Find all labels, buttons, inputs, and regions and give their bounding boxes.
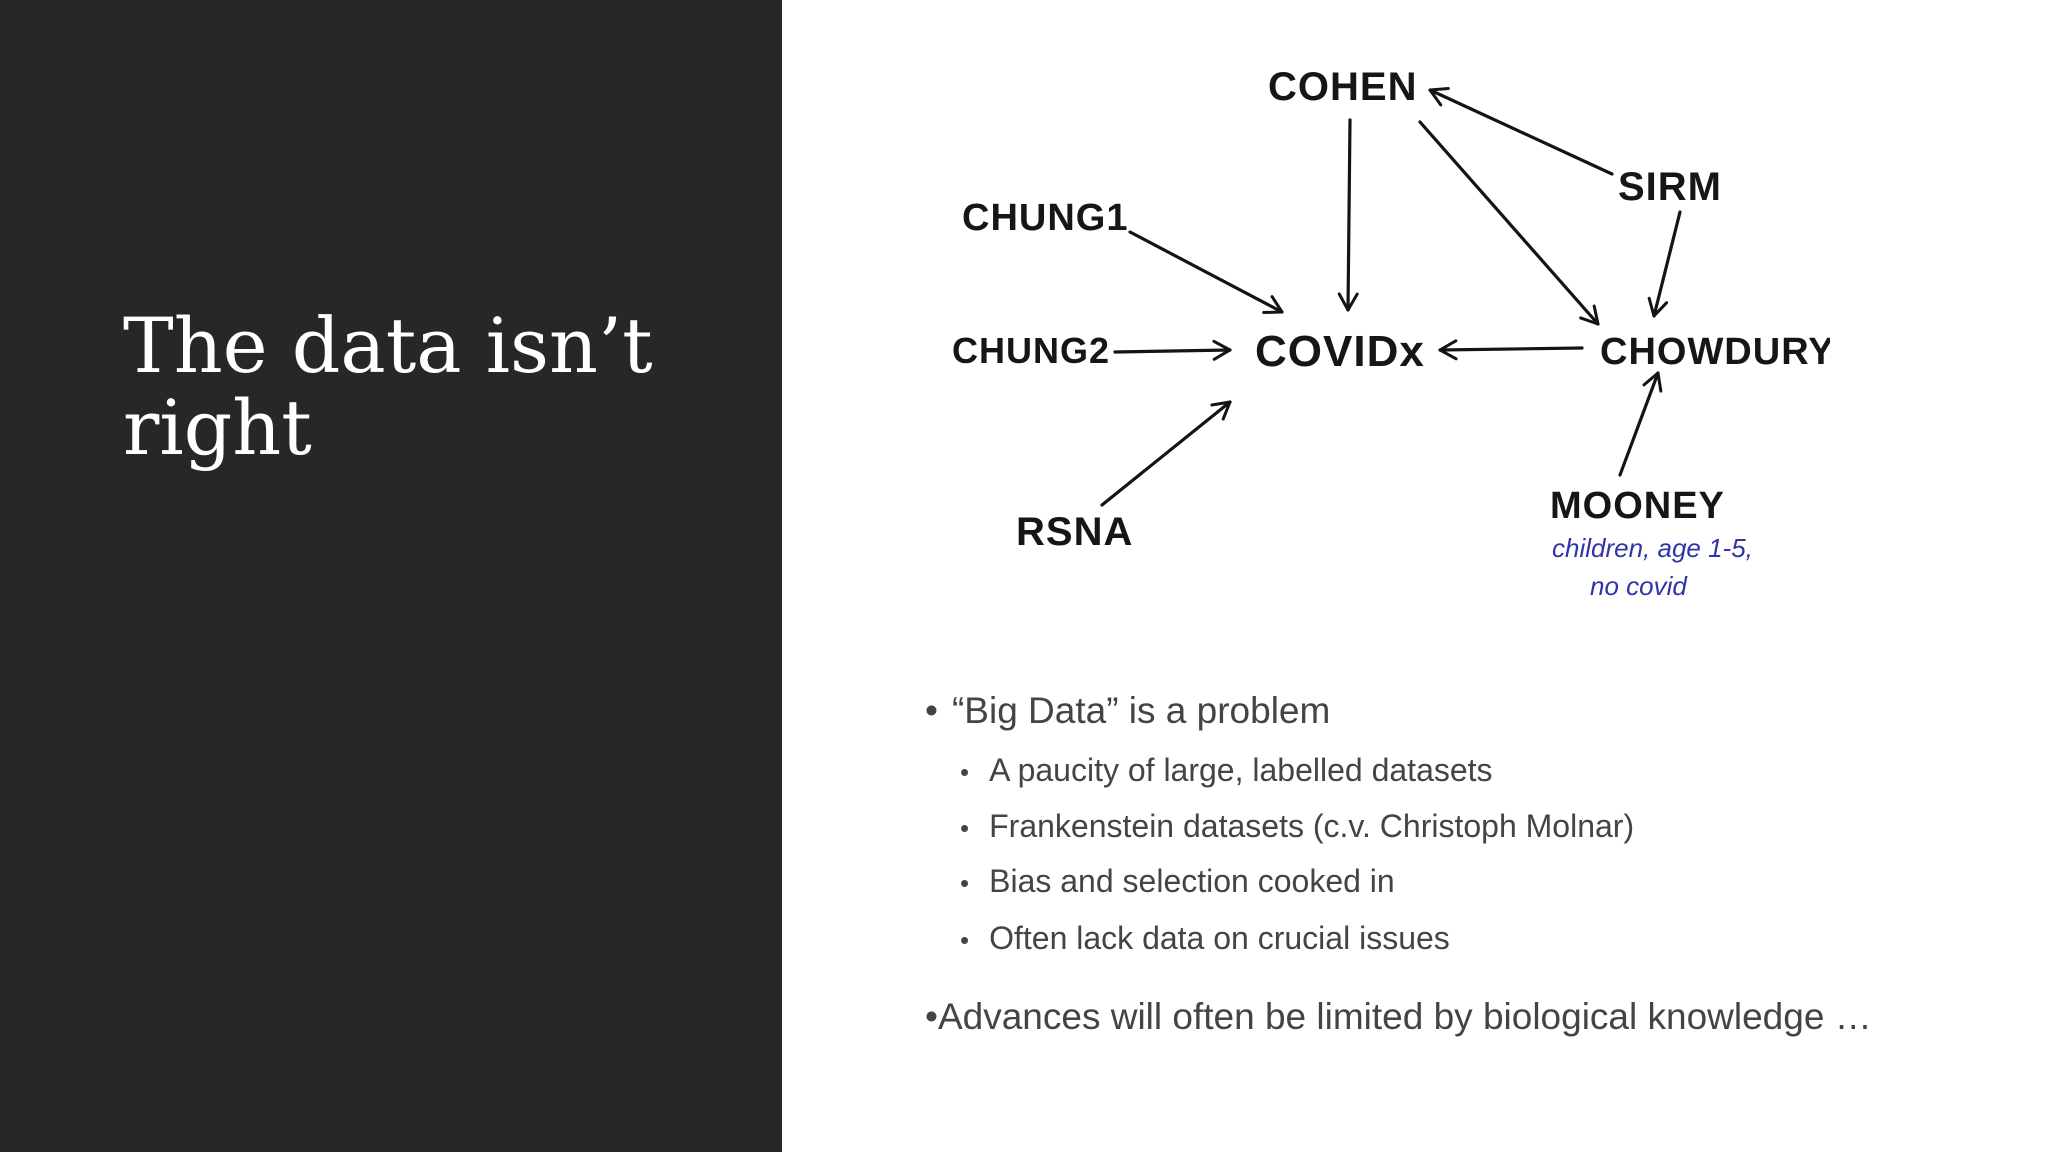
arrow-sirm-cohen <box>1428 87 1614 176</box>
bullet-dot: • <box>960 757 970 787</box>
node-chung1: CHUNG1 <box>962 197 1128 239</box>
arrow-chung1-covidx <box>1128 230 1284 315</box>
arrow-rsna-covidx <box>1100 400 1232 507</box>
bullet-text: Advances will often be limited by biolog… <box>937 996 1872 1037</box>
mooney-annotation-line2: no covid <box>1590 571 1688 601</box>
node-rsna: RSNA <box>1016 510 1133 554</box>
arrow-cohen-covidx <box>1337 118 1359 312</box>
node-cohen: COHEN <box>1268 65 1417 109</box>
bullet-dot: • <box>960 925 970 955</box>
bullet-big-data: • “Big Data” is a problem <box>925 690 1330 732</box>
bullet-text: “Big Data” is a problem <box>951 690 1331 731</box>
arrow-cohen-chowdury <box>1418 120 1600 326</box>
sub-bullet-1: • A paucity of large, labelled datasets <box>960 752 1493 789</box>
slide-title: The data isn’t right <box>123 301 653 472</box>
mooney-annotation-line1: children, age 1-5, <box>1552 533 1753 563</box>
bullet-text: Bias and selection cooked in <box>989 863 1395 899</box>
arrow-chung2-covidx <box>1113 339 1232 361</box>
bullet-dot: • <box>960 813 970 843</box>
arrow-mooney-chowdury <box>1618 371 1663 477</box>
node-chowdury: CHOWDURY <box>1600 331 1830 373</box>
node-sirm: SIRM <box>1618 165 1722 209</box>
dataset-diagram: COHEN SIRM CHUNG1 CHUNG2 COVIDx CHOWDURY… <box>952 65 1830 601</box>
node-covidx: COVIDx <box>1255 327 1425 376</box>
sub-bullet-3: • Bias and selection cooked in <box>960 863 1395 900</box>
bullet-text: Frankenstein datasets (c.v. Christoph Mo… <box>989 808 1635 844</box>
bullet-text: A paucity of large, labelled datasets <box>989 752 1493 788</box>
sub-bullet-4: • Often lack data on crucial issues <box>960 920 1450 957</box>
node-chung2: CHUNG2 <box>952 330 1110 371</box>
bullet-dot: • <box>925 690 938 731</box>
title-panel: The data isn’t right <box>0 0 782 1152</box>
bullet-dot: • <box>925 996 938 1037</box>
bullet-text: Often lack data on crucial issues <box>989 920 1450 956</box>
arrow-chowdury-covidx <box>1438 339 1584 361</box>
node-mooney: MOONEY <box>1550 485 1725 527</box>
arrow-sirm-chowdury <box>1647 210 1682 318</box>
bullet-advances: •Advances will often be limited by biolo… <box>925 996 1872 1038</box>
bullet-dot: • <box>960 868 970 898</box>
sub-bullet-2: • Frankenstein datasets (c.v. Christoph M… <box>960 808 1634 845</box>
